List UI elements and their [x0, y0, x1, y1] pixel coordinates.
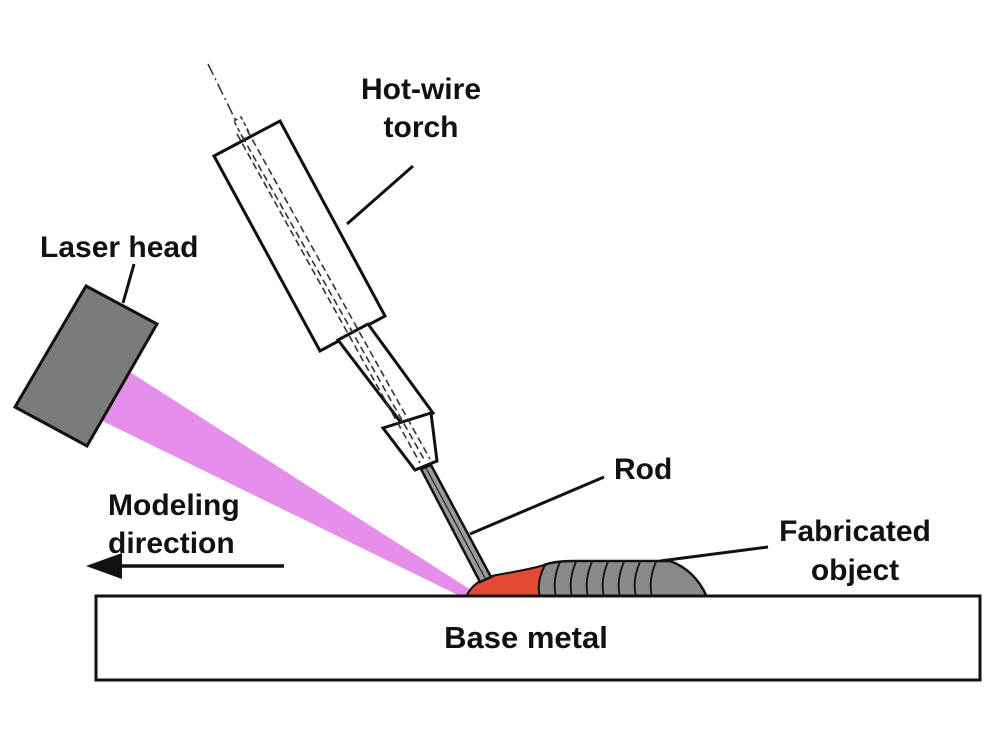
fabricated-object: [464, 559, 709, 599]
leader-torch: [346, 164, 414, 226]
label-direction: direction: [108, 527, 235, 560]
weld-ripples: [553, 561, 657, 598]
leader-laser-head: [121, 263, 136, 304]
laser-beam: [84, 358, 482, 597]
wire-channel-left: [236, 133, 421, 464]
torch-nozzle: [380, 411, 439, 472]
laser-head: [12, 283, 160, 449]
base-metal-plate: [94, 594, 982, 682]
label-hot-wire: Hot-wire: [361, 73, 481, 106]
label-fabricated: Fabricated: [779, 515, 931, 548]
modeling-direction-arrow: [86, 553, 284, 579]
label-torch: torch: [384, 111, 459, 144]
label-base-metal: Base metal: [444, 620, 608, 655]
label-object: object: [811, 554, 899, 587]
leader-fabricated-object: [659, 545, 769, 563]
leader-rod: [469, 475, 605, 536]
hot-wire-torch: [207, 63, 439, 472]
arrow-head-icon: [86, 553, 122, 579]
label-laser-head: Laser head: [40, 231, 198, 264]
filler-rod-core: [425, 467, 487, 581]
wire-channel-center: [241, 135, 426, 462]
torch-body: [211, 118, 388, 354]
wire-channel-right: [246, 129, 431, 460]
label-modeling: Modeling: [108, 489, 240, 522]
label-rod: Rod: [614, 453, 672, 486]
